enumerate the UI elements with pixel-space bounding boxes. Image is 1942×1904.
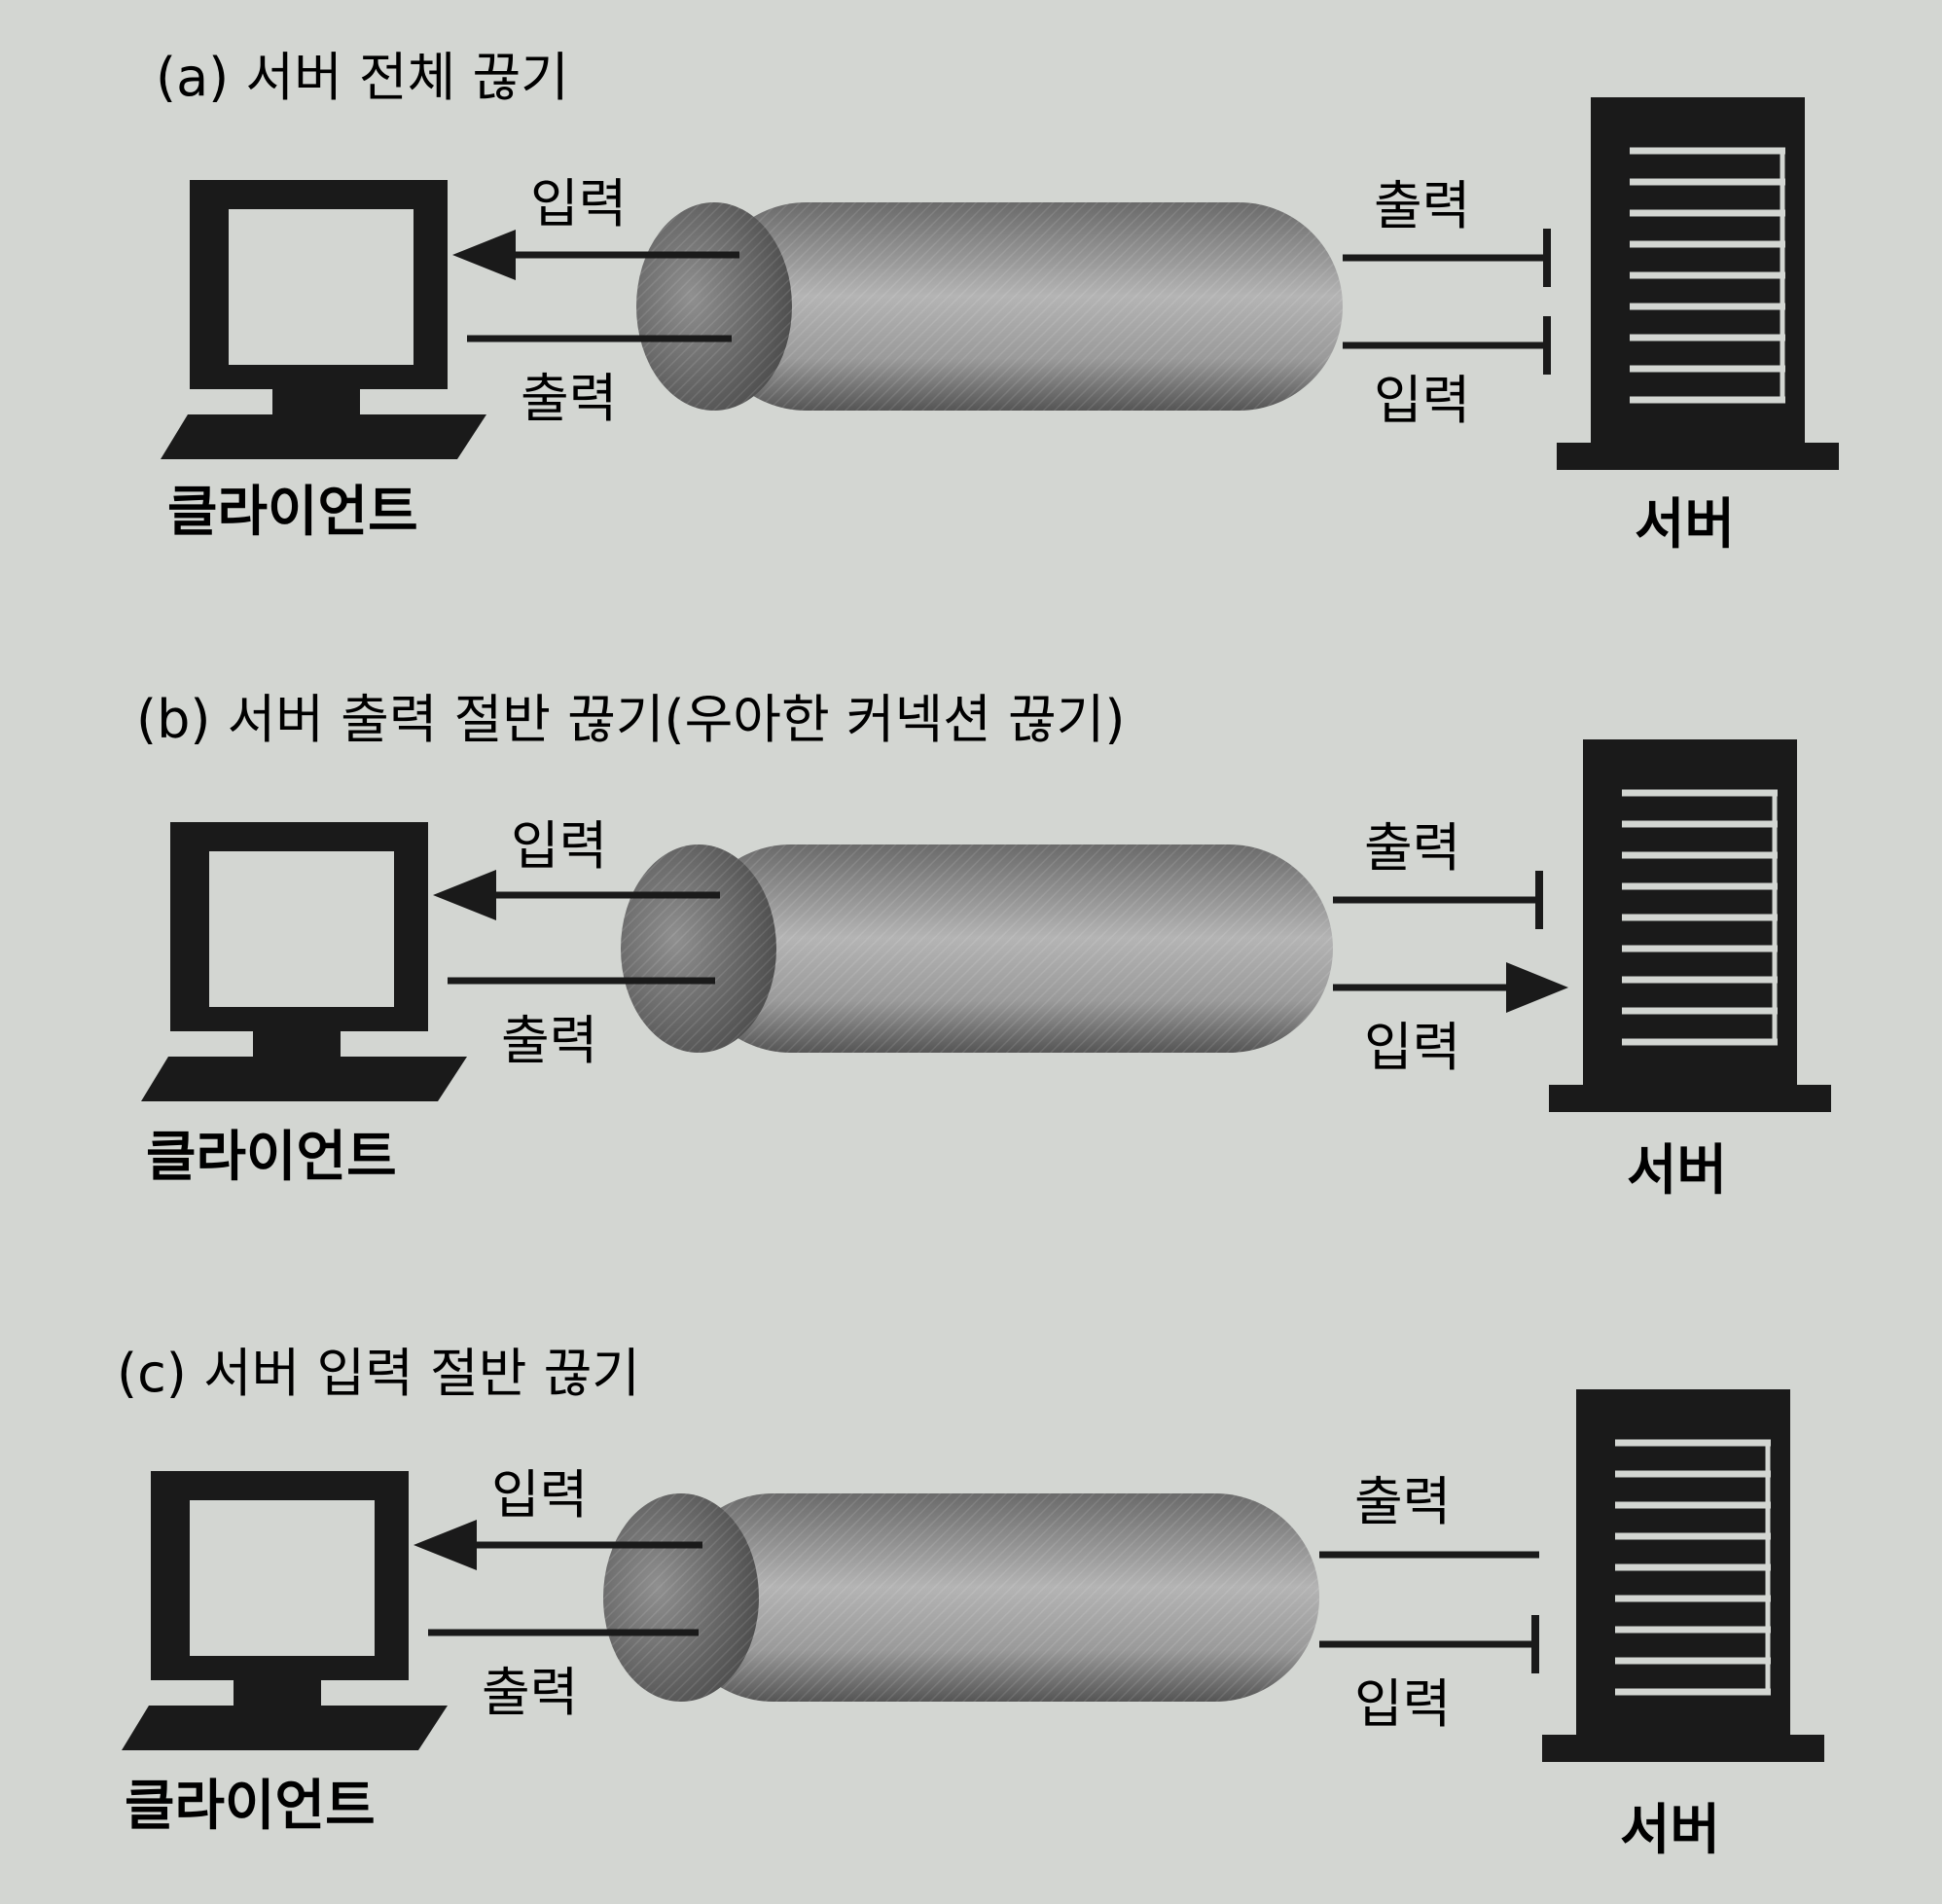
panel-a: (a) 서버 전체 끊기 클라이언트 입력 출력 출력 입력	[156, 47, 1839, 557]
client-input-arrowhead	[414, 1520, 477, 1570]
client-output-label: 출력	[521, 368, 617, 429]
client-output-label: 출력	[482, 1662, 578, 1723]
client-computer-icon	[122, 1471, 448, 1750]
panel-b: (b) 서버 출력 절반 끊기(우아한 커넥션 끊기) 클라이언트 입력 출력 …	[136, 689, 1831, 1203]
server-input-label: 입력	[1364, 1017, 1460, 1078]
server-output-label: 출력	[1354, 1471, 1451, 1532]
panel-title: (b) 서버 출력 절반 끊기(우아한 커넥션 끊기)	[136, 689, 1125, 750]
client-output-label: 출력	[501, 1010, 597, 1071]
client-input-arrowhead	[452, 230, 516, 280]
connection-pipe	[621, 844, 1333, 1053]
panel-title: (a) 서버 전체 끊기	[156, 47, 569, 108]
server-tower-icon	[1542, 1389, 1824, 1762]
client-input-label: 입력	[530, 173, 627, 234]
connection-pipe	[603, 1493, 1319, 1702]
server-input-label: 입력	[1354, 1673, 1451, 1735]
panel-c: (c) 서버 입력 절반 끊기 클라이언트 입력 출력 출력 입력	[117, 1343, 1824, 1862]
client-computer-icon	[141, 822, 467, 1101]
server-label: 서버	[1627, 1139, 1727, 1203]
server-tower-icon	[1549, 739, 1831, 1112]
server-output-label: 출력	[1374, 175, 1470, 236]
client-label: 클라이언트	[167, 481, 418, 544]
server-tower-icon	[1557, 97, 1839, 470]
server-output-label: 출력	[1364, 817, 1460, 879]
client-input-label: 입력	[491, 1464, 588, 1526]
client-input-arrowhead	[433, 870, 496, 920]
client-input-label: 입력	[511, 815, 607, 877]
client-label: 클라이언트	[125, 1775, 376, 1838]
server-input-arrowhead	[1506, 962, 1568, 1013]
connection-pipe	[636, 202, 1343, 411]
client-label: 클라이언트	[146, 1126, 397, 1189]
panel-title: (c) 서버 입력 절반 끊기	[117, 1343, 640, 1404]
server-label: 서버	[1620, 1799, 1720, 1862]
server-label: 서버	[1635, 493, 1735, 557]
client-computer-icon	[161, 180, 486, 459]
server-input-label: 입력	[1374, 370, 1470, 431]
